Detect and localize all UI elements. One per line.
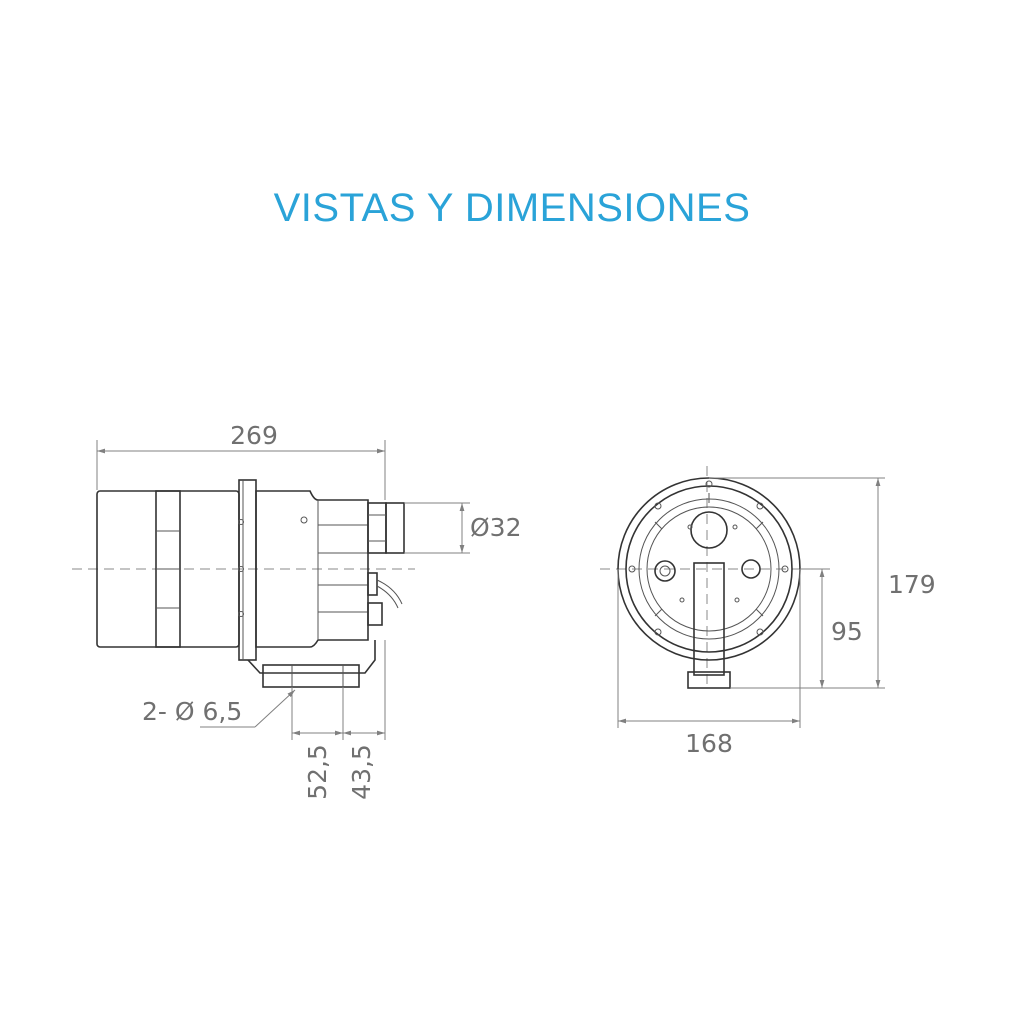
small-port-left: [654, 560, 676, 582]
center-height-label: 95: [831, 617, 863, 646]
mount-holes-label: 2- Ø 6,5: [142, 697, 242, 726]
front-outlet-pipe: [693, 562, 725, 676]
outlet-pipe: [385, 502, 405, 554]
cable-gland: [367, 572, 378, 596]
overall-length-label: 269: [230, 421, 278, 450]
front-foot: [687, 671, 731, 689]
outlet-diameter-label: Ø32: [470, 513, 522, 542]
terminal-box: [367, 602, 383, 626]
hole-spacing-label: 52,5: [303, 744, 332, 800]
front-view: 179 95 168: [600, 466, 936, 758]
outer-flange: [617, 477, 801, 661]
side-view: 269 Ø32 2- Ø 6,5 52,5 43,5: [72, 421, 522, 800]
mounting-flange: [238, 479, 257, 661]
outlet-connector: [367, 502, 387, 554]
pump-head: [255, 490, 369, 648]
mounting-foot: [262, 664, 360, 688]
width-label: 168: [685, 729, 733, 758]
hole-offset-label: 43,5: [347, 744, 376, 800]
small-port-right: [741, 559, 761, 579]
mount-holes-leader: [254, 689, 296, 728]
support-bracket: [247, 640, 376, 674]
page-title: VISTAS Y DIMENSIONES: [273, 186, 751, 230]
height-label: 179: [888, 570, 936, 599]
suction-port: [690, 511, 728, 549]
